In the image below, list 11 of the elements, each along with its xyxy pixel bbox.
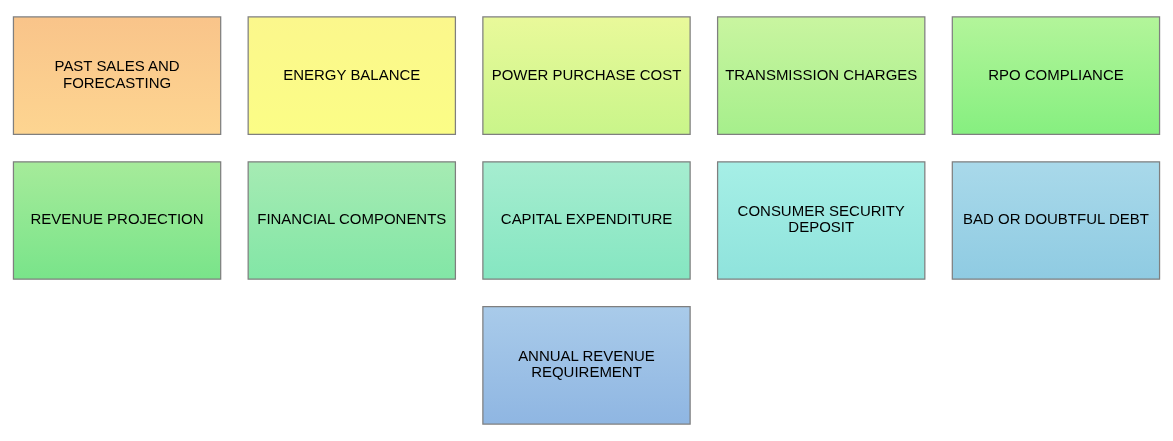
node-box: FINANCIAL COMPONENTS [247,161,457,280]
node-box: PAST SALES AND FORECASTING [12,16,222,135]
node-box: POWER PURCHASE COST [482,16,691,135]
node-box: ANNUAL REVENUE REQUIREMENT [482,306,691,425]
node-box: ENERGY BALANCE [247,16,457,135]
node-box: BAD OR DOUBTFUL DEBT [951,161,1161,280]
node-box: RPO COMPLIANCE [951,16,1161,135]
node-box: CONSUMER SECURITY DEPOSIT [716,161,926,280]
node-box: REVENUE PROJECTION [12,161,222,280]
node-box: CAPITAL EXPENDITURE [482,161,691,280]
node-box: TRANSMISSION CHARGES [716,16,926,135]
